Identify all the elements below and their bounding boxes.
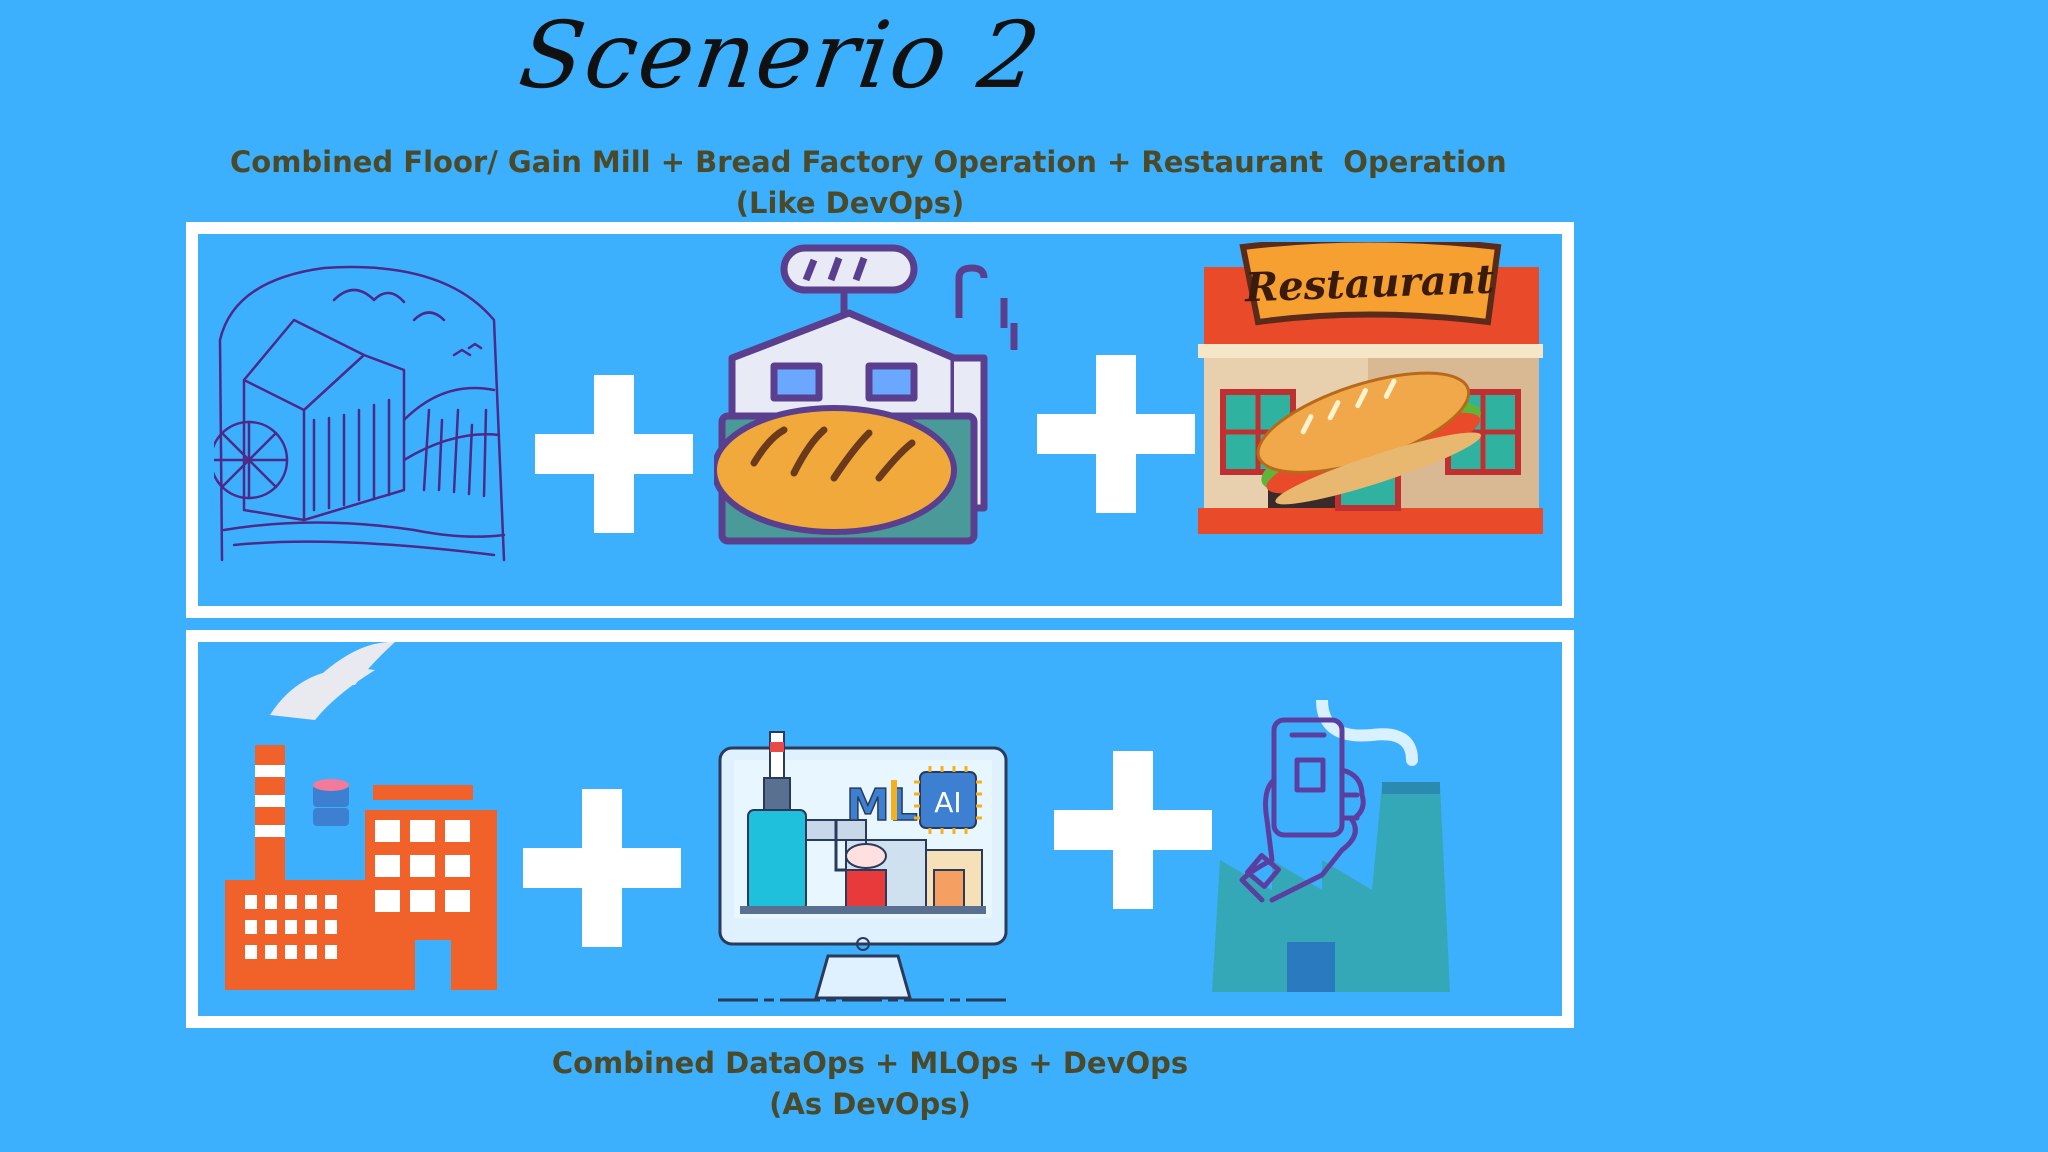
restaurant-icon: Restaurant — [1198, 242, 1543, 534]
bottom-caption-line2: (As DevOps) — [769, 1087, 971, 1121]
page-title: Scenerio 2 — [513, 2, 1048, 109]
bottom-caption: Combined DataOps + MLOps + DevOps (As De… — [500, 1043, 1240, 1125]
restaurant-sign-text: Restaurant — [1243, 256, 1495, 312]
mlops-computer-icon: ML AI — [718, 731, 1008, 1002]
bread-factory-icon — [714, 244, 1018, 545]
bottom-caption-line1: Combined DataOps + MLOps + DevOps — [551, 1046, 1189, 1080]
plus-icon — [1037, 355, 1195, 513]
top-caption: Combined Floor/ Gain Mill + Bread Factor… — [230, 142, 1507, 224]
grain-mill-icon — [214, 265, 506, 562]
devops-smart-factory-icon — [1212, 700, 1450, 992]
dataops-factory-icon — [225, 641, 497, 990]
plus-icon — [1054, 751, 1212, 909]
ops-panel — [186, 630, 1574, 1028]
ai-label: AI — [934, 786, 961, 819]
plus-icon — [535, 375, 693, 533]
plus-icon — [523, 789, 681, 947]
analogy-panel — [186, 222, 1574, 618]
top-caption-line2: (Like DevOps) — [735, 186, 965, 220]
ml-label: ML — [846, 780, 918, 831]
top-caption-line1: Combined Floor/ Gain Mill + Bread Factor… — [230, 145, 1507, 179]
